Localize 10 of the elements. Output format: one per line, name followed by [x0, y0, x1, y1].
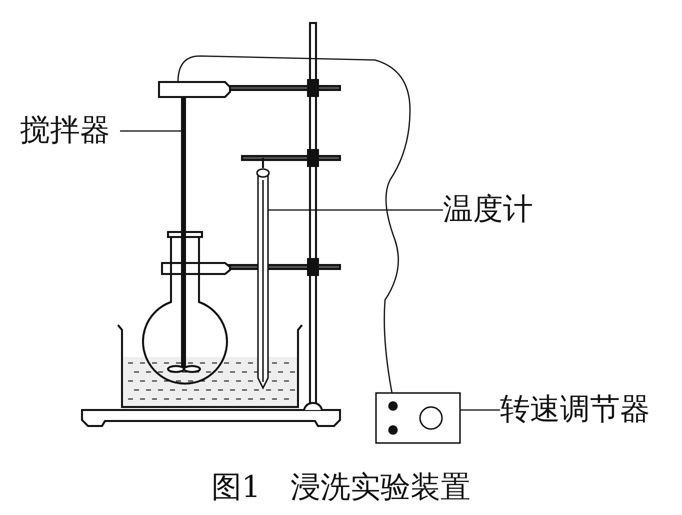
thermometer-drawing: [256, 168, 270, 390]
part-label: 搅拌器: [20, 113, 110, 149]
part-label: 温度计: [443, 192, 533, 228]
speed-controller-drawing: [375, 392, 461, 444]
figure-caption: 图1 浸洗实验装置: [210, 470, 472, 506]
leader-line: [120, 130, 181, 132]
stirrer-rod: [181, 97, 186, 367]
leader-line: [268, 209, 443, 211]
part-label: 转速调节器: [500, 392, 650, 428]
leader-line: [460, 409, 500, 411]
